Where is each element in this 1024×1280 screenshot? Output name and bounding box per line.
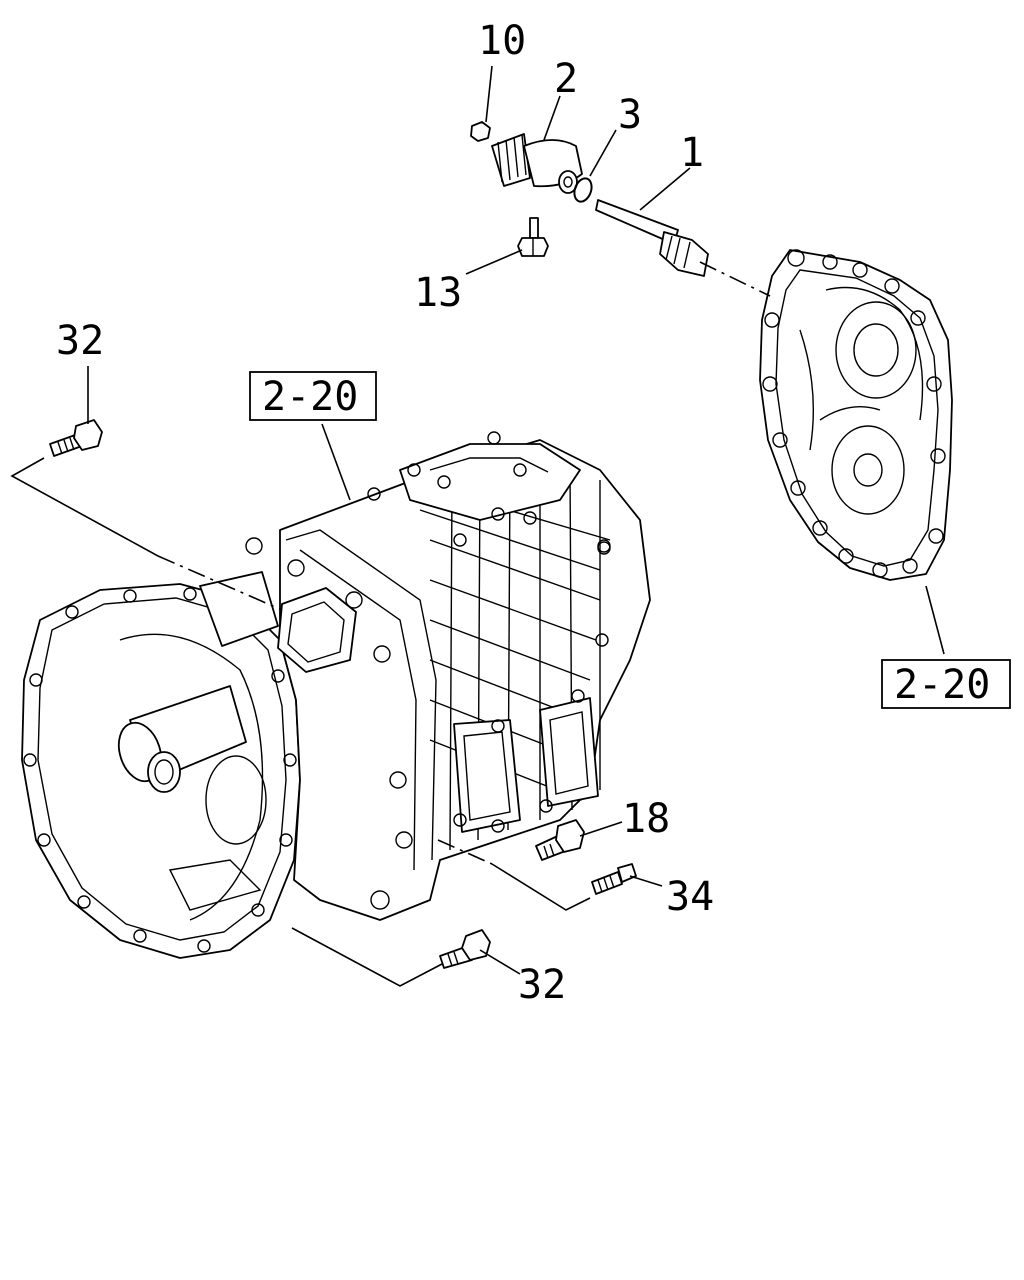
callout-2: 2 — [554, 56, 578, 102]
callout-1: 1 — [680, 130, 704, 176]
part-1-shaft — [595, 199, 709, 277]
reference-label-main: 2-20 — [262, 374, 358, 420]
part-13-bolt — [517, 217, 549, 257]
reference-box-cover: 2-20 — [881, 659, 1011, 709]
leader-lines — [10, 65, 945, 987]
callout-34: 34 — [666, 874, 714, 920]
callout-10: 10 — [478, 18, 526, 64]
callout-13: 13 — [414, 270, 462, 316]
callout-32-bottom: 32 — [518, 962, 566, 1008]
part-32-bolt-top — [49, 419, 103, 457]
input-shaft — [117, 685, 247, 793]
part-10-plug — [470, 121, 491, 142]
callout-3: 3 — [618, 92, 642, 138]
rear-cover — [759, 249, 953, 581]
part-3-o-ring — [573, 177, 593, 203]
reference-label-cover: 2-20 — [894, 662, 990, 708]
callout-labels: 10 2 3 1 13 32 18 34 32 — [56, 18, 714, 1008]
reference-box-main: 2-20 — [249, 371, 377, 421]
part-18-bolt — [535, 819, 585, 861]
part-2-sensor — [491, 133, 583, 194]
callout-32-top: 32 — [56, 318, 104, 364]
part-32-bolt-bottom — [439, 929, 491, 969]
transmission-housing — [21, 431, 651, 959]
part-34-stud — [591, 863, 637, 895]
callout-18: 18 — [622, 796, 670, 842]
